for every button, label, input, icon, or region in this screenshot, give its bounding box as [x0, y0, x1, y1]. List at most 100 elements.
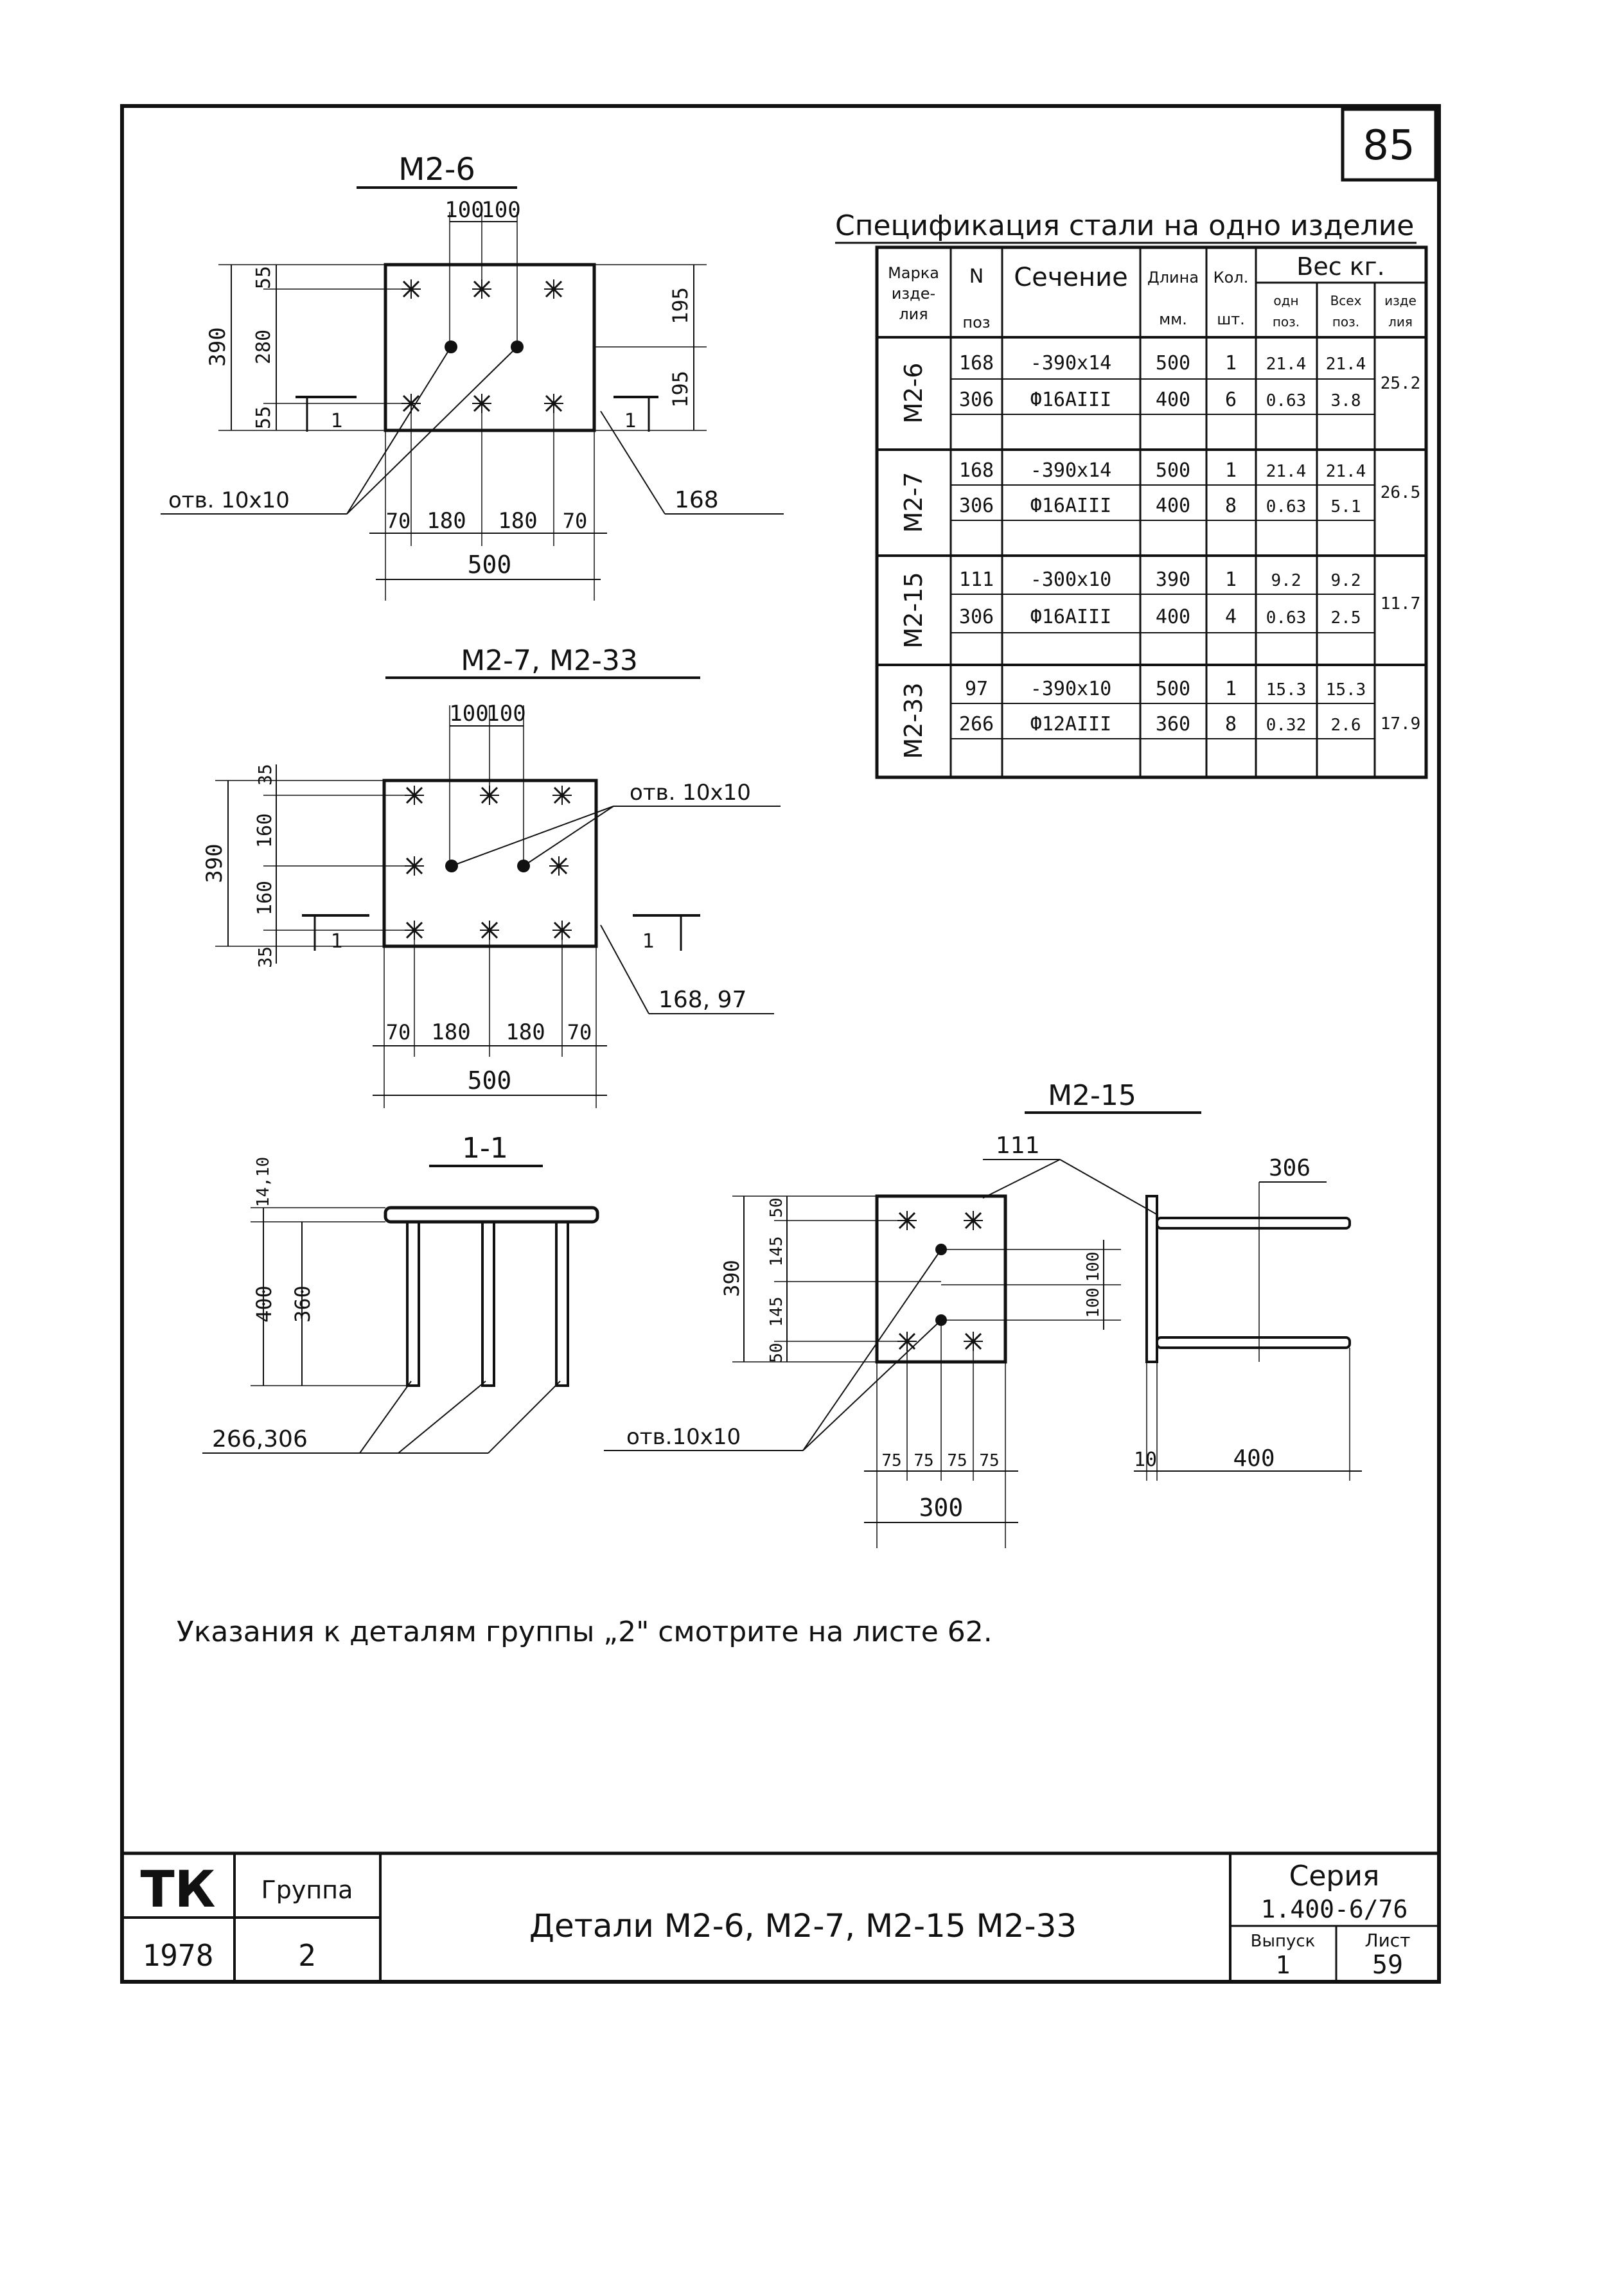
spec-qty: 1	[1225, 569, 1237, 591]
dim-top: 100	[481, 197, 520, 223]
dim-360: 360	[290, 1285, 315, 1323]
dim-left: 145	[767, 1297, 786, 1327]
year-value: 1978	[143, 1938, 214, 1973]
section-mark-left: 1	[302, 914, 369, 953]
spec-pos: 168	[959, 352, 994, 375]
spec-w-one: 0.63	[1266, 391, 1307, 410]
hdr-w-item-2: лия	[1388, 314, 1413, 330]
hdr-w-all-1: Всех	[1330, 293, 1362, 308]
pos-label: 168, 97	[658, 987, 746, 1013]
dim-bottom: 70	[386, 1020, 411, 1045]
hdr-w-one-2: поз.	[1273, 314, 1300, 330]
spec-length: 400	[1156, 606, 1190, 628]
dim-bottom: 180	[506, 1019, 545, 1045]
spec-mark: М2-33	[899, 682, 928, 759]
dim-bottom: 75	[947, 1451, 967, 1470]
spec-w-all: 5.1	[1331, 497, 1361, 516]
dim-left: 145	[767, 1237, 786, 1267]
spec-total: 26.5	[1381, 483, 1421, 502]
dim-bottom: 75	[914, 1451, 933, 1470]
spec-length: 360	[1156, 713, 1190, 736]
m2-6-title: М2-6	[398, 152, 475, 188]
section-mark-label: 1	[642, 930, 655, 953]
spec-total: 11.7	[1381, 594, 1421, 613]
dim-left: 160	[254, 813, 276, 848]
dim-total: 500	[468, 1066, 512, 1095]
dim-right: 195	[668, 371, 693, 408]
dim-400: 400	[252, 1285, 276, 1323]
group-label: Группа	[261, 1876, 353, 1904]
dim-top: 100	[445, 197, 484, 223]
spec-title: Спецификация стали на одно изделие	[835, 209, 1414, 242]
spec-mark: М2-15	[899, 572, 928, 648]
dim-left: 50	[767, 1197, 786, 1217]
hdr-qty-2: шт.	[1217, 310, 1245, 328]
section-mark-right: 1	[613, 396, 658, 432]
section-1-1: 1-1 14,10 400 360 266,306	[202, 1132, 599, 1454]
spec-w-one: 0.63	[1266, 608, 1307, 628]
spec-section: Ф16АIII	[1030, 495, 1111, 517]
spec-length: 400	[1156, 495, 1190, 517]
drawing-title: Детали М2-6, М2-7, М2-15 М2-33	[529, 1907, 1077, 1945]
dim-left: 35	[254, 764, 276, 786]
dim-left: 55	[252, 406, 275, 429]
dim-top: 100	[486, 701, 525, 727]
hdr-section: Сечение	[1014, 263, 1128, 292]
spec-section: Ф16АIII	[1030, 389, 1111, 411]
note-text: Указания к деталям группы „2" смотрите н…	[177, 1616, 993, 1648]
m2-15-title: М2-15	[1048, 1079, 1136, 1112]
spec-section: Ф16АIII	[1030, 606, 1111, 628]
hdr-w-one-1: одн	[1273, 293, 1298, 308]
spec-w-all: 15.3	[1326, 680, 1366, 700]
spec-w-all: 3.8	[1331, 391, 1361, 410]
hole-label: отв. 10х10	[168, 488, 290, 513]
dim-left: 35	[254, 946, 276, 968]
spec-qty: 1	[1225, 678, 1237, 700]
section-mark-label: 1	[331, 410, 343, 432]
hdr-mark-2: изде-	[892, 285, 935, 303]
spec-table: Спецификация стали на одно изделие Марка…	[835, 209, 1428, 779]
spec-w-all: 2.5	[1331, 608, 1361, 628]
dim-top: 14,10	[254, 1157, 273, 1207]
spec-qty: 1	[1225, 459, 1237, 482]
issue-value: 1	[1276, 1951, 1291, 1979]
issue-label: Выпуск	[1251, 1932, 1316, 1951]
dim-left-outer: 390	[202, 843, 227, 883]
spec-section: Ф12АIII	[1030, 713, 1111, 736]
section-mark-right: 1	[633, 914, 700, 953]
pos-plate-label: 111	[996, 1133, 1040, 1159]
side-dim-bar: 400	[1233, 1445, 1275, 1472]
spec-qty: 4	[1225, 606, 1237, 628]
spec-w-one: 15.3	[1266, 680, 1307, 700]
dim-bottom: 75	[979, 1451, 999, 1470]
dim-bottom: 180	[498, 508, 537, 534]
spec-w-all: 21.4	[1326, 462, 1366, 481]
dim-bottom: 180	[431, 1019, 470, 1045]
section-mark-label: 1	[331, 930, 343, 953]
spec-w-one: 0.32	[1266, 716, 1307, 735]
spec-w-all: 9.2	[1331, 571, 1361, 590]
section-1-1-title: 1-1	[462, 1132, 508, 1165]
m2-7-title: М2-7, М2-33	[461, 644, 638, 677]
dim-bottom: 180	[427, 508, 466, 534]
dim-bottom: 70	[386, 509, 411, 533]
hdr-w-item-1: изде	[1384, 293, 1417, 308]
dim-left: 160	[254, 881, 276, 915]
hdr-length-1: Длина	[1147, 269, 1199, 287]
spec-section: -390х10	[1030, 678, 1111, 700]
spec-section: -300х10	[1030, 569, 1111, 591]
hole-label: отв. 10х10	[630, 780, 751, 806]
hdr-mark-3: лия	[899, 305, 928, 323]
dim-right: 100	[1084, 1288, 1103, 1318]
spec-section: -390х14	[1030, 459, 1111, 482]
hdr-pos-2: поз	[962, 313, 990, 331]
drawing-m2-15: М2-15 111 390 50 145 145 50 100 100	[604, 1079, 1362, 1548]
hdr-mark-1: Марка	[888, 264, 939, 282]
hdr-weight: Вес кг.	[1296, 252, 1384, 281]
dim-bottom: 70	[563, 509, 588, 533]
side-dim-plate: 10	[1134, 1449, 1157, 1471]
spec-qty: 8	[1225, 713, 1237, 736]
spec-qty: 8	[1225, 495, 1237, 517]
org-label: ТК	[141, 1861, 216, 1919]
